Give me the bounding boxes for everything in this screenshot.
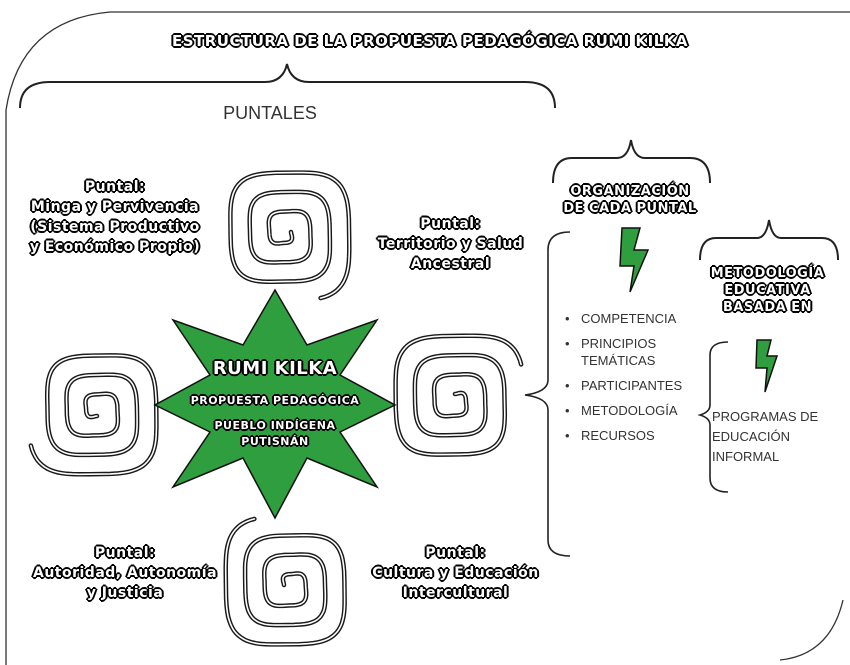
page-border-bottom-right [779,599,844,661]
center-subtitle: PROPUESTA PEDAGÓGICA [190,394,360,407]
puntal-territorio: Puntal: Territorio y Salud Ancestral [368,214,533,274]
lightning-bolt-icon [619,227,650,293]
diagram-title: ESTRUCTURA DE LA PROPUESTA PEDAGÓGICA RU… [171,32,689,50]
puntal-line: y Económico Propio) [29,239,201,255]
heading-line: METODOLOGÍA [710,266,825,281]
puntal-minga: Puntal: Minga y Pervivencia (Sistema Pro… [25,177,205,257]
puntal-line: (Sistema Productivo [30,219,200,235]
spiral-highlight [30,354,158,476]
puntal-label: Puntal: [84,179,146,195]
metodologia-heading: METODOLOGÍA EDUCATIVA BASADA EN [700,265,835,316]
puntal-line: Ancestral [410,256,491,272]
puntal-autoridad: Puntal: Autoridad, Autonomía y Justicia [25,543,225,603]
star-icon [153,288,397,520]
center-title: RUMI KILKA [212,358,338,379]
lightning-bolt-icon [755,339,779,393]
spiral-highlight [229,171,351,299]
puntal-label: Puntal: [94,545,156,561]
puntal-line: Minga y Pervivencia [30,199,200,215]
heading-line: BASADA EN [722,300,813,315]
list-item: RECURSOS [565,427,705,444]
puntal-line: Cultura y Educación [372,565,539,581]
programas-text: PROGRAMAS DE EDUCACIÓN INFORMAL [712,407,842,467]
puntal-label: Puntal: [425,545,486,561]
puntal-line: y Justicia [86,585,164,601]
list-brace [524,231,571,557]
list-item: PRINCIPIOS TEMÁTICAS [565,335,705,369]
puntal-line: Intercultural [402,585,509,601]
community-line: PUEBLO INDÍGENA [214,419,336,432]
puntal-cultura: Puntal: Cultura y Educación Intercultura… [368,543,543,603]
community-line: PUTISNÁN [241,435,309,448]
organizacion-heading: ORGANIZACIÓN DE CADA PUNTAL [545,183,715,217]
heading-line: EDUCATIVA [724,283,811,298]
organizacion-brace [552,139,711,184]
programas-line: EDUCACIÓN [712,429,791,444]
center-community: PUEBLO INDÍGENA PUTISNÁN [195,418,355,450]
heading-line: DE CADA PUNTAL [563,201,697,216]
list-item: COMPETENCIA [565,310,705,327]
puntal-label: Puntal: [420,216,481,232]
metodologia-brace [699,219,839,261]
puntal-line: Territorio y Salud [377,236,524,252]
page-border-top-left [5,11,850,111]
programas-line: INFORMAL [712,449,780,464]
list-item: PARTICIPANTES [565,377,705,394]
heading-line: ORGANIZACIÓN [570,184,690,199]
list-item: METODOLOGÍA [565,402,705,419]
organizacion-list: COMPETENCIA PRINCIPIOS TEMÁTICAS PARTICI… [565,310,705,452]
programas-line: PROGRAMAS DE [712,409,819,424]
puntal-line: Autoridad, Autonomía [32,565,218,581]
puntales-heading: PUNTALES [223,103,317,123]
spiral-group [28,170,524,647]
spiral-highlight [394,334,522,456]
puntales-brace [19,63,556,109]
spiral-highlight [224,518,346,646]
